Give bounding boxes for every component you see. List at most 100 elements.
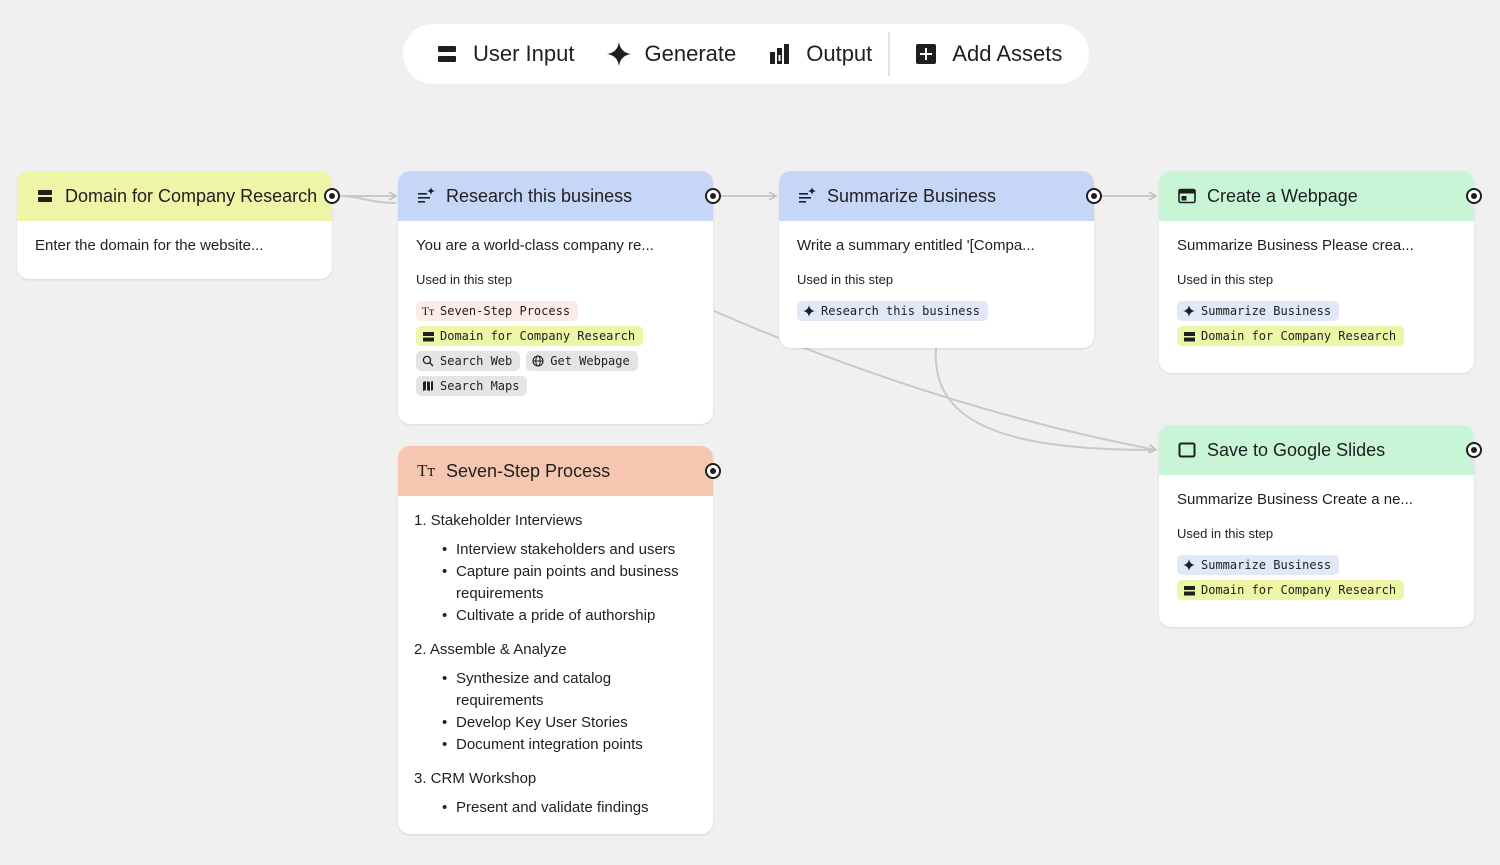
step-heading: 1. Stakeholder Interviews <box>414 512 583 529</box>
node-summarize-business[interactable]: Summarize Business Write a summary entit… <box>779 171 1102 348</box>
output-port[interactable] <box>1086 188 1102 204</box>
input-icon <box>1183 330 1195 342</box>
toolbar-divider <box>888 32 891 76</box>
step-section: 1. Stakeholder Interviews Interview stak… <box>414 512 697 627</box>
add-box-icon <box>914 42 938 66</box>
bullet-list: Present and validate findings <box>442 797 697 819</box>
generate-label: Generate <box>644 41 737 66</box>
node-prompt: You are a world-class company re... <box>416 237 654 254</box>
node-header[interactable]: Research this business <box>398 171 721 221</box>
bullet-item: Develop Key User Stories <box>442 712 697 734</box>
chip-domain-for-company-research[interactable]: Domain for Company Research <box>1177 580 1405 600</box>
step-section: 3. CRM Workshop Present and validate fin… <box>414 770 697 819</box>
globe-icon <box>532 355 544 367</box>
text-content: 1. Stakeholder Interviews Interview stak… <box>398 496 713 843</box>
output-port[interactable] <box>1466 188 1482 204</box>
used-in-step-label: Used in this step <box>416 272 513 287</box>
chip-list: Research this business <box>797 301 1087 321</box>
input-icon <box>422 330 434 342</box>
output-icon <box>768 42 792 66</box>
connector-domain-research-2 <box>339 195 397 204</box>
input-icon <box>435 42 459 66</box>
sparkle-icon <box>606 42 631 66</box>
chip-label: Domain for Company Research <box>1201 329 1397 343</box>
node-prompt: Summarize Business Create a ne... <box>1177 491 1413 508</box>
step-heading: 2. Assemble & Analyze <box>414 641 567 658</box>
bullet-list: Synthesize and catalog requirements Deve… <box>442 668 697 756</box>
bullet-item: Synthesize and catalog requirements <box>442 668 697 712</box>
chip-list: Tт Seven-Step Process Domain for Company… <box>416 301 706 396</box>
add-assets-button[interactable]: Add Assets <box>914 24 1062 84</box>
slides-icon <box>1177 440 1197 460</box>
chip-label: Search Maps <box>440 379 520 393</box>
bullet-item: Cultivate a pride of authorship <box>442 605 697 627</box>
output-port[interactable] <box>1466 442 1482 458</box>
used-in-step-label: Used in this step <box>1177 272 1274 287</box>
bullet-item: Capture pain points and business require… <box>442 561 697 605</box>
node-header[interactable]: Save to Google Slides <box>1159 425 1482 475</box>
chip-domain-for-company-research[interactable]: Domain for Company Research <box>1177 326 1405 346</box>
output-button[interactable]: Output <box>768 24 872 84</box>
generate-text-icon <box>416 186 436 206</box>
input-icon <box>1183 584 1195 596</box>
chip-label: Search Web <box>440 354 513 368</box>
node-header[interactable]: Summarize Business <box>779 171 1102 221</box>
sparkle-icon <box>803 305 815 317</box>
node-prompt: Enter the domain for the website... <box>35 237 264 254</box>
text-icon: Tт <box>417 461 435 480</box>
chip-search-maps[interactable]: Search Maps <box>416 376 528 396</box>
node-header[interactable]: Domain for Company Research <box>17 171 340 221</box>
node-save-to-google-slides[interactable]: Save to Google Slides Summarize Business… <box>1159 425 1482 627</box>
step-heading: 3. CRM Workshop <box>414 770 537 787</box>
bullet-item: Present and validate findings <box>442 797 697 819</box>
output-port[interactable] <box>705 463 721 479</box>
toolbar: User Input Generate Output Add Assets <box>403 24 1089 84</box>
chip-summarize-business[interactable]: Summarize Business <box>1177 555 1340 575</box>
chip-label: Domain for Company Research <box>1201 583 1397 597</box>
bullet-item: Interview stakeholders and users <box>442 539 697 561</box>
chip-research-this-business[interactable]: Research this business <box>797 301 988 321</box>
add-assets-label: Add Assets <box>952 41 1063 66</box>
node-domain-for-company-research[interactable]: Domain for Company Research Enter the do… <box>17 171 340 279</box>
node-title: Domain for Company Research <box>65 185 318 206</box>
generate-button[interactable]: Generate <box>606 24 737 84</box>
chip-domain-for-company-research[interactable]: Domain for Company Research <box>416 326 644 346</box>
used-in-step-label: Used in this step <box>1177 526 1274 541</box>
chip-search-web[interactable]: Search Web <box>416 351 521 371</box>
step-section: 2. Assemble & Analyze Synthesize and cat… <box>414 641 697 756</box>
node-title: Save to Google Slides <box>1207 439 1386 460</box>
output-label: Output <box>806 41 873 66</box>
node-title: Create a Webpage <box>1207 185 1358 206</box>
generate-text-icon <box>797 186 817 206</box>
text-icon: Tт <box>421 303 435 318</box>
node-title: Seven-Step Process <box>446 460 611 481</box>
node-research-this-business[interactable]: Research this business You are a world-c… <box>398 171 721 424</box>
chip-seven-step-process[interactable]: Tт Seven-Step Process <box>416 301 579 321</box>
webpage-icon <box>1177 186 1197 206</box>
node-header[interactable]: Create a Webpage <box>1159 171 1482 221</box>
node-prompt: Write a summary entitled '[Compa... <box>797 237 1035 254</box>
chip-summarize-business[interactable]: Summarize Business <box>1177 301 1340 321</box>
chip-label: Seven-Step Process <box>440 304 571 318</box>
chip-label: Summarize Business <box>1201 558 1332 572</box>
bullet-list: Interview stakeholders and users Capture… <box>442 539 697 627</box>
user-input-button[interactable]: User Input <box>435 24 575 84</box>
node-title: Summarize Business <box>827 185 997 206</box>
sparkle-icon <box>1183 559 1195 571</box>
connector-summarize-slides <box>934 347 1157 451</box>
node-create-a-webpage[interactable]: Create a Webpage Summarize Business Plea… <box>1159 171 1482 373</box>
chip-label: Research this business <box>821 304 980 318</box>
output-port[interactable] <box>324 188 340 204</box>
node-seven-step-process[interactable]: Tт Seven-Step Process 1. Stakeholder Int… <box>398 446 721 834</box>
chip-label: Domain for Company Research <box>440 329 636 343</box>
node-header[interactable]: Tт Seven-Step Process <box>398 446 721 496</box>
bullet-item: Document integration points <box>442 734 697 756</box>
user-input-label: User Input <box>473 41 575 66</box>
search-icon <box>422 355 434 367</box>
chip-list: Summarize Business Domain for Company Re… <box>1177 555 1467 600</box>
chip-label: Summarize Business <box>1201 304 1332 318</box>
chip-get-webpage[interactable]: Get Webpage <box>526 351 638 371</box>
output-port[interactable] <box>705 188 721 204</box>
map-icon <box>422 380 434 392</box>
chip-label: Get Webpage <box>550 354 630 368</box>
